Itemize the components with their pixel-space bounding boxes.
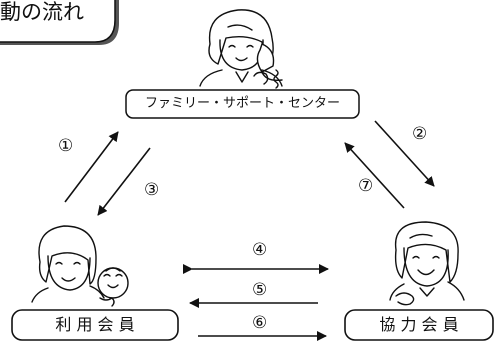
- step-1-label: ①: [58, 136, 74, 156]
- step-5-label: ⑤: [252, 280, 268, 300]
- smiling-woman-icon: [389, 221, 465, 306]
- title-tab: [0, 0, 119, 45]
- step-6-label: ⑥: [252, 313, 268, 333]
- arrow-3: [97, 147, 151, 216]
- user-node-label: 利 用 会 員: [55, 315, 135, 334]
- step-7-label: ⑦: [358, 176, 374, 196]
- user-node-box: [11, 309, 179, 341]
- center-node-box: [125, 89, 360, 119]
- center-node-label: ファミリー・サポート・センター: [144, 96, 340, 111]
- step-2-label: ②: [412, 124, 428, 144]
- phone-woman-icon: [199, 9, 283, 89]
- title-tab-label: 動の流れ: [0, 0, 84, 24]
- helper-node-label: 協 力 会 員: [379, 315, 459, 334]
- arrow-2: [374, 120, 435, 187]
- step-4-label: ④: [252, 240, 268, 260]
- mother-baby-icon: [31, 225, 129, 307]
- step-3-label: ③: [144, 180, 160, 200]
- arrow-7: [344, 142, 405, 209]
- arrow-1: [64, 131, 119, 203]
- helper-node-box: [344, 309, 494, 341]
